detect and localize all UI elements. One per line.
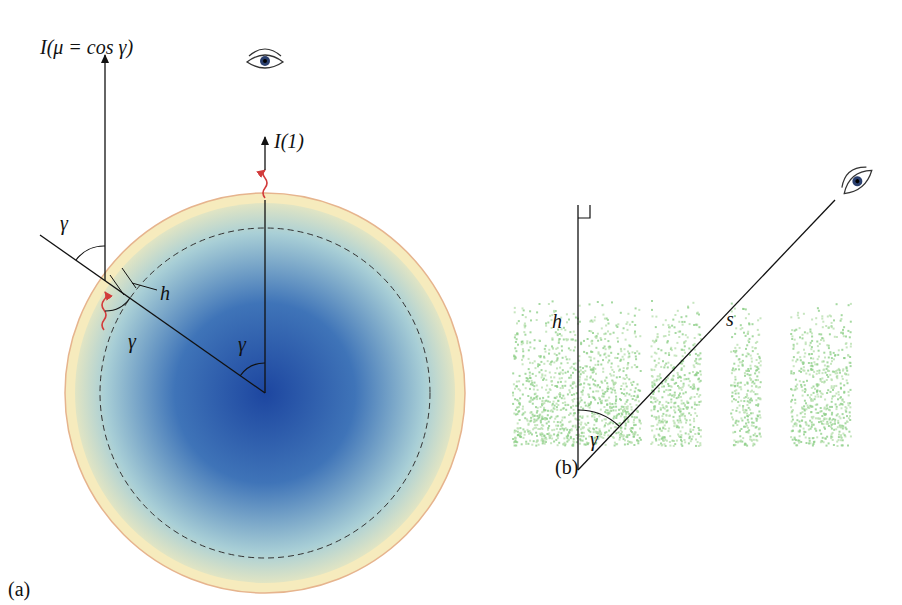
- angle-arc: [76, 246, 105, 260]
- intensity-arrow: [264, 137, 265, 170]
- angle-label: γ: [238, 333, 246, 355]
- green-medium: [512, 300, 852, 447]
- normal-line: [577, 205, 578, 470]
- photon-arrow: [263, 170, 267, 198]
- panel-label: (a): [8, 578, 30, 600]
- angle-label: γ: [128, 330, 136, 352]
- depth-tick: [110, 275, 124, 295]
- angle-arc: [240, 363, 265, 376]
- intensity-label: I(1): [274, 130, 304, 152]
- path-label: s: [726, 308, 734, 330]
- eye-icon: [247, 49, 283, 68]
- intensity-arrow: [104, 55, 105, 281]
- sight-line: [578, 200, 835, 470]
- depth-tick: [122, 268, 136, 288]
- right-angle-mark: [578, 205, 590, 218]
- angle-label: γ: [60, 212, 68, 234]
- eye-icon: [836, 160, 876, 198]
- angle-arc: [105, 298, 130, 311]
- depth-label: h: [552, 310, 562, 332]
- intensity-label: I(μ = cos γ): [40, 36, 133, 58]
- angle-label: γ: [590, 428, 598, 450]
- leader-line: [132, 283, 157, 290]
- angle-arc: [578, 410, 619, 426]
- radius-line: [264, 200, 265, 393]
- slanted-radius: [40, 235, 265, 393]
- panel-label: (b): [555, 456, 578, 478]
- depth-label: h: [160, 282, 170, 304]
